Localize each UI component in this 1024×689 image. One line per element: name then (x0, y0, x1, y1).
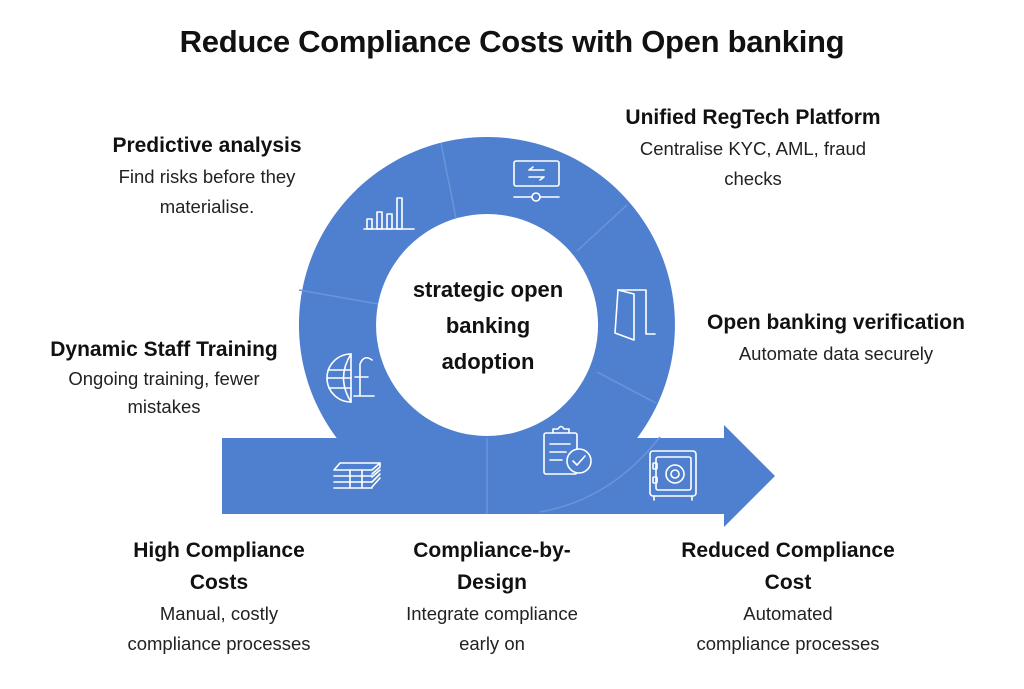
center-line: strategic open (412, 277, 564, 302)
step-unified-regtech: Unified RegTech Platform Centralise KYC,… (600, 102, 906, 194)
step-predictive-analysis: Predictive analysis Find risks before th… (82, 130, 332, 222)
globe-pound-icon (326, 353, 375, 403)
step-description: mistakes (127, 396, 201, 417)
step-heading: Open banking verification (707, 311, 965, 334)
step-description: Ongoing training, fewer (68, 368, 260, 389)
diagram-title: Reduce Compliance Costs with Open bankin… (179, 24, 845, 59)
money-stack-icon (333, 462, 381, 489)
step-high-compliance-costs: High Compliance Costs Manual, costly com… (100, 535, 338, 659)
monitor-transfer-icon (513, 160, 560, 202)
step-dynamic-staff-training: Dynamic Staff Training Ongoing training,… (22, 335, 306, 421)
step-heading: High Compliance (133, 539, 305, 562)
step-description: Automate data securely (738, 343, 934, 364)
center-line: banking (445, 313, 531, 338)
center-line: adoption (441, 349, 535, 374)
step-heading: Unified RegTech Platform (625, 106, 881, 129)
cycle-ring (298, 137, 675, 513)
door-icon (614, 289, 656, 341)
safe-icon (649, 450, 697, 501)
step-heading: Dynamic Staff Training (50, 338, 278, 361)
step-compliance-by-design: Compliance-by- Design Integrate complian… (380, 535, 604, 659)
center-label: strategic open banking adoption (377, 272, 599, 380)
step-heading: Reduced Compliance (681, 539, 895, 562)
step-heading: Predictive analysis (112, 134, 302, 157)
step-open-banking-verification: Open banking verification Automate data … (680, 307, 992, 369)
step-description: Manual, costly (159, 603, 279, 624)
step-description: checks (724, 168, 782, 189)
step-heading: Cost (764, 571, 812, 594)
clipboard-check-icon (543, 425, 592, 475)
step-description: materialise. (159, 196, 255, 217)
step-reduced-compliance-cost: Reduced Compliance Cost Automated compli… (660, 535, 916, 659)
step-heading: Compliance-by- (413, 539, 571, 562)
segment-dividers (298, 142, 661, 514)
step-heading: Costs (189, 571, 249, 594)
step-description: Centralise KYC, AML, fraud (639, 138, 867, 159)
step-description: compliance processes (696, 633, 880, 654)
step-heading: Design (456, 571, 527, 594)
step-description: Find risks before they (118, 166, 296, 187)
progress-arrow (222, 425, 775, 527)
step-description: compliance processes (127, 633, 311, 654)
bar-chart-icon (363, 197, 415, 230)
step-description: Automated (743, 603, 833, 624)
step-description: Integrate compliance (406, 603, 578, 624)
step-description: early on (459, 633, 525, 654)
